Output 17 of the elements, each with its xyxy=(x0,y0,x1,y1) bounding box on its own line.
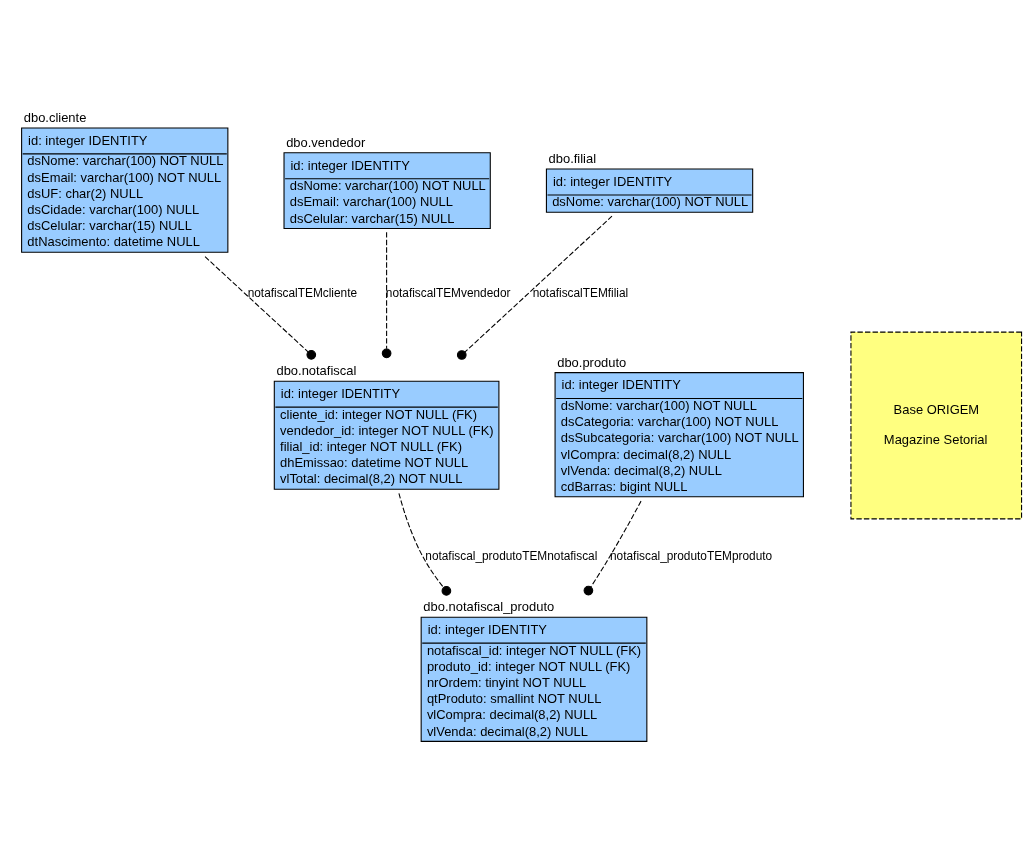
node-label: dbo.vendedor xyxy=(286,134,366,150)
edge-label: notafiscalTEMfilial xyxy=(532,285,629,300)
connector xyxy=(204,255,317,360)
connector xyxy=(381,231,392,358)
node-label: dbo.filial xyxy=(548,150,597,166)
node-label: dbo.produto xyxy=(557,354,627,370)
node-label: dbo.cliente xyxy=(23,109,87,125)
edge-label: notafiscal_produtoTEMnotafiscal xyxy=(425,548,598,563)
node-label: dbo.notafiscal_produto xyxy=(423,598,555,614)
connector xyxy=(398,492,452,596)
connector xyxy=(456,215,613,360)
node-box: Base ORIGEM Magazine Setorial xyxy=(850,331,1023,519)
edge-label: notafiscal_produtoTEMproduto xyxy=(610,548,773,563)
edge-label: notafiscalTEMvendedor xyxy=(385,285,511,300)
node-label: dbo.notafiscal xyxy=(276,362,357,378)
connector xyxy=(583,500,642,595)
edge-label: notafiscalTEMcliente xyxy=(247,285,358,300)
